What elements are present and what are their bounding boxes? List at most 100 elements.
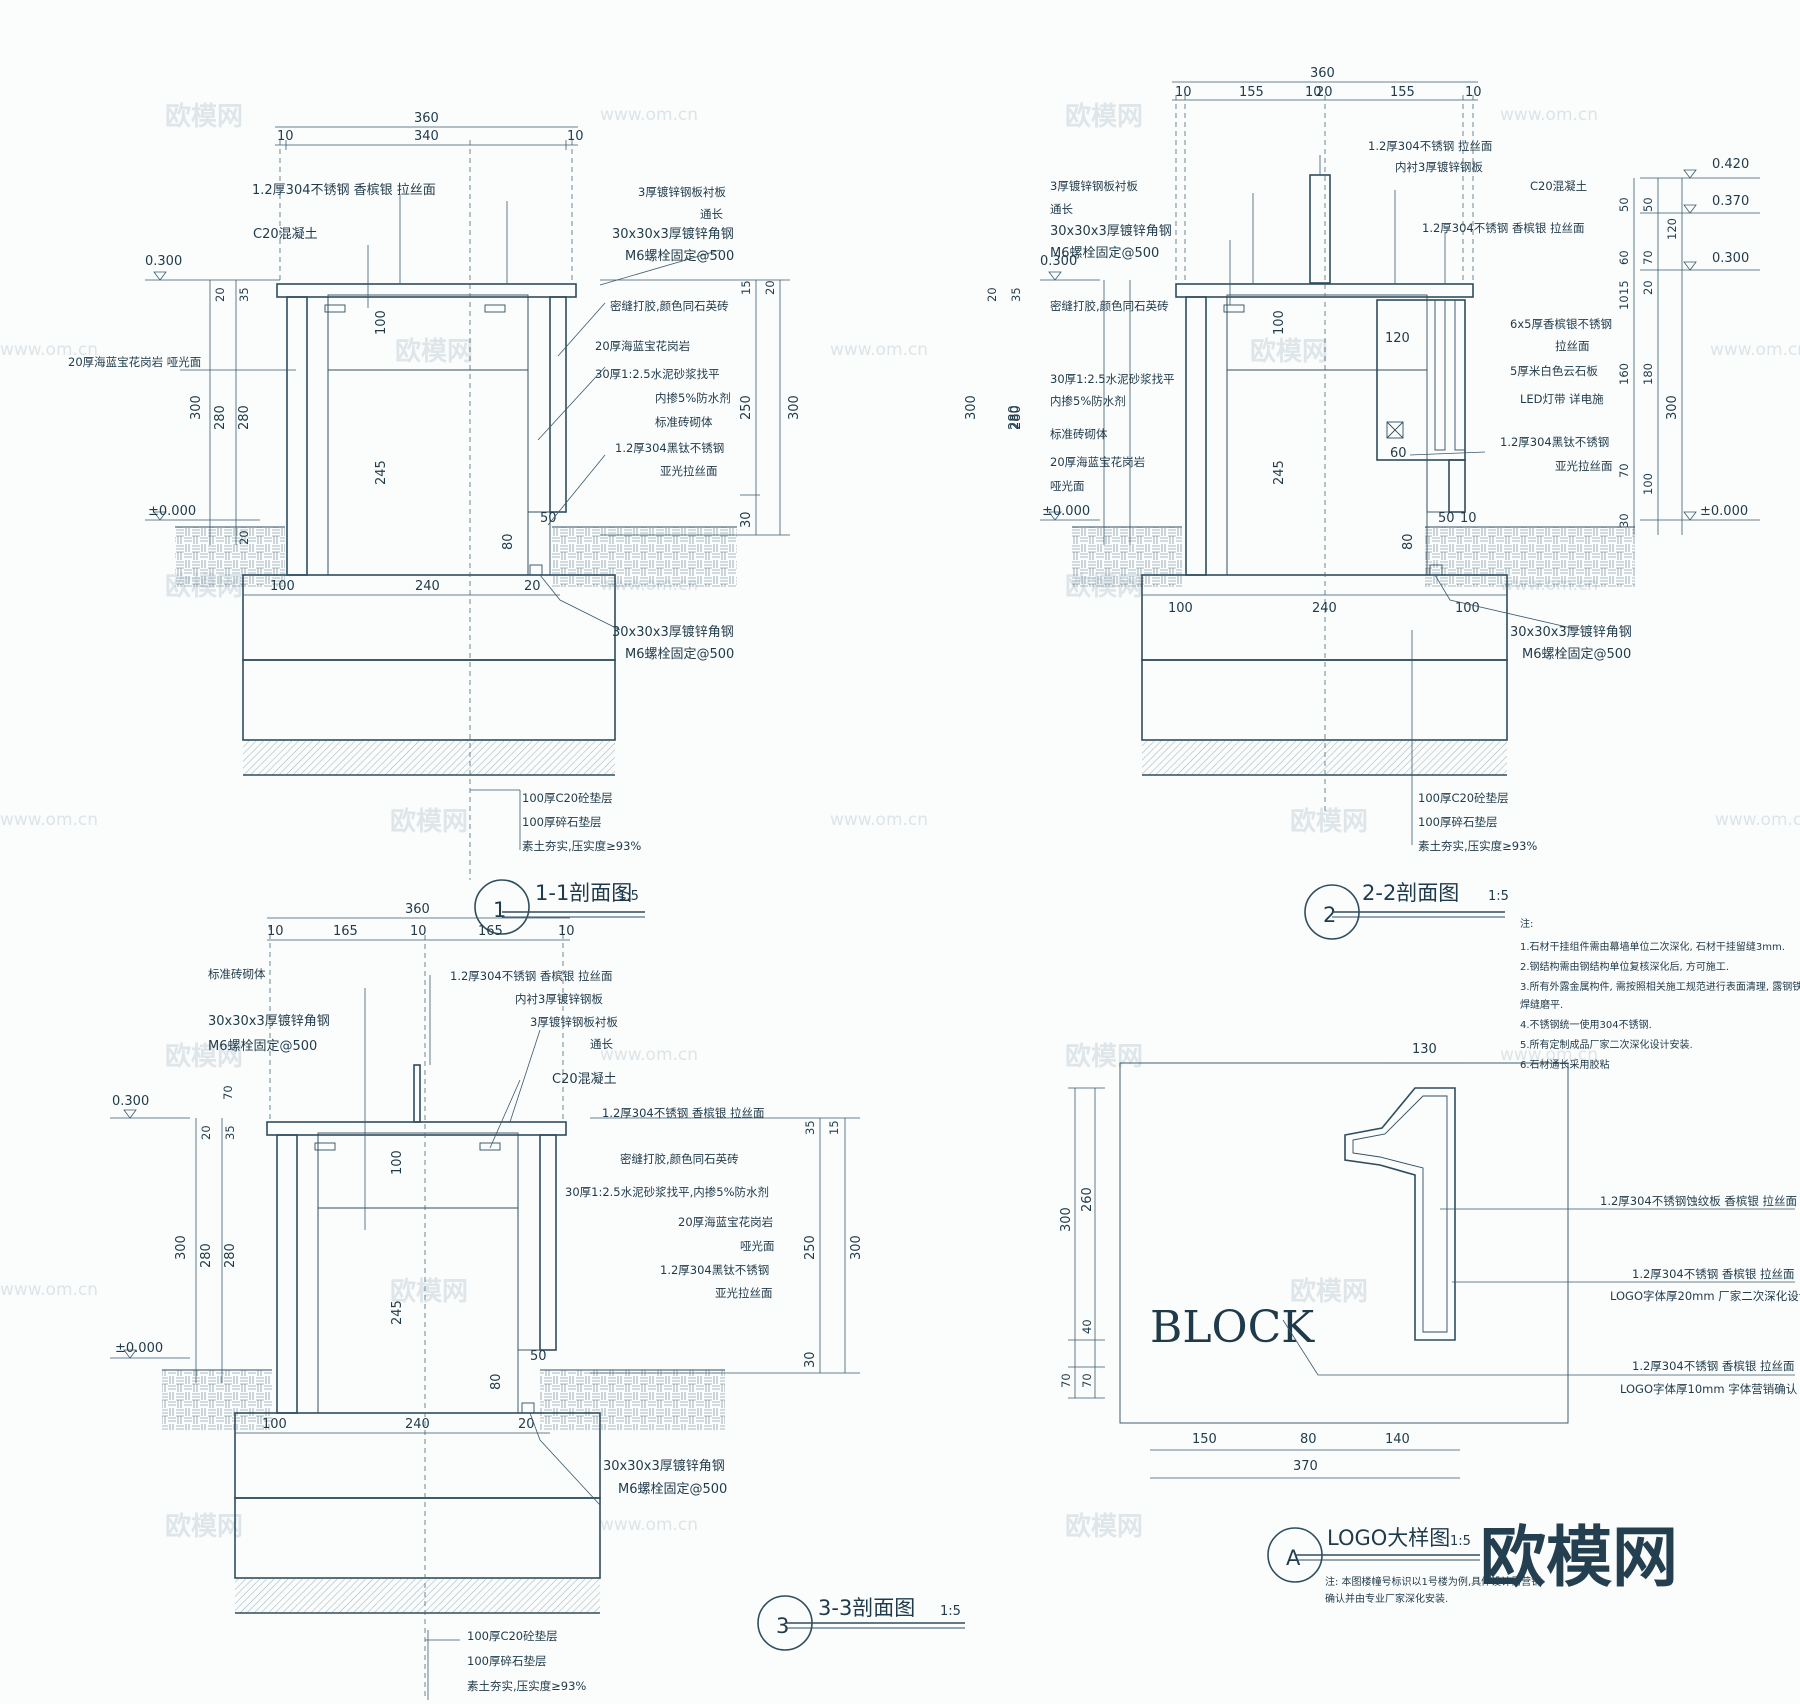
logo-panel-grid — [1119, 1062, 1569, 1424]
logo-block-text: BLOCK — [1150, 1302, 1315, 1353]
callout-label: 3厚镀锌钢板衬板 — [638, 185, 726, 199]
watermark-url: www.om.cn — [600, 105, 698, 125]
dim-label: 155 — [1390, 85, 1415, 100]
granite-facing-right — [1448, 459, 1466, 513]
dim-label: 240 — [1312, 601, 1337, 616]
watermark-url: www.om.cn — [1710, 340, 1800, 360]
dim-label: 20 — [1316, 85, 1333, 100]
section-title: 1-1剖面图 — [535, 881, 632, 905]
soil-hatch — [540, 1370, 725, 1430]
marble-panel — [1434, 299, 1446, 451]
callout-label: 30厚1:2.5水泥砂浆找平 — [595, 367, 720, 381]
mortar-left — [296, 1134, 319, 1414]
watermark-brand: 欧模网 — [1065, 1041, 1143, 1072]
callout-label: 1.2厚304不锈钢 香槟银 拉丝面 — [450, 969, 613, 983]
callout-label: 标准砖砌体 — [1050, 427, 1108, 441]
dim-label: 80 — [1300, 1432, 1317, 1447]
callout-label: M6螺栓固定@500 — [1050, 246, 1159, 261]
dim-label: 300 — [189, 395, 204, 420]
dim-label: 80 — [489, 1373, 504, 1390]
watermark-url: www.om.cn — [1715, 810, 1800, 830]
mortar-right — [1426, 459, 1450, 513]
dim-label: 10 — [1175, 85, 1192, 100]
callout-label: M6螺栓固定@500 — [618, 1482, 727, 1497]
dim-label: 35 — [1009, 287, 1023, 302]
watermark-url: www.om.cn — [0, 810, 98, 830]
dim-label: 160 — [1617, 363, 1631, 385]
dim-label: 80 — [1401, 533, 1416, 550]
dim-label: 50 — [540, 511, 557, 526]
dim-label: 370 — [1293, 1459, 1318, 1474]
dim-label: 50 — [1438, 511, 1455, 526]
angle-bracket — [529, 564, 543, 576]
watermark-brand: 欧模网 — [395, 336, 473, 367]
watermark-brand: 欧模网 — [1250, 336, 1328, 367]
dim-label: 280 — [1009, 405, 1024, 430]
dim-label: 300 — [787, 395, 802, 420]
dim-label: 60 — [1390, 446, 1407, 461]
logo-detail: 1 BLOCK 130 300 260 40 70 70 150 80 140 … — [1059, 1042, 1800, 1605]
callout-label: 亚光拉丝面 — [715, 1286, 773, 1300]
dim-label: 165 — [333, 924, 358, 939]
angle-bracket — [324, 304, 346, 313]
dim-label: 100 — [1455, 601, 1480, 616]
callout-label: M6螺栓固定@500 — [208, 1039, 317, 1054]
level-label: ±0.000 — [148, 504, 196, 519]
watermark-brand: 欧模网 — [165, 1041, 243, 1072]
section-number: 1 — [493, 898, 506, 922]
callout-label: 拉丝面 — [1555, 339, 1590, 353]
dim-label: 120 — [1385, 331, 1410, 346]
dim-label: 30 — [739, 511, 754, 528]
level-label: 0.300 — [1040, 254, 1077, 269]
section-2-2: 360 155 155 10 10 20 10 0.300 ±0.000 0.4… — [964, 66, 1760, 940]
dim-label: 245 — [1272, 460, 1287, 485]
soil-hatch — [162, 1370, 272, 1430]
detail-scale: 1:5 — [1450, 1534, 1471, 1549]
angle-bracket — [1223, 304, 1245, 313]
callout-label: 1.2厚304不锈钢 香槟银 拉丝面 — [252, 182, 436, 198]
section-title: 3-3剖面图 — [818, 1596, 915, 1620]
dim-label: 50 — [1617, 197, 1631, 212]
callout-label: C20混凝土 — [552, 1071, 617, 1087]
rammed-soil — [235, 1578, 600, 1613]
dim-label: 245 — [374, 460, 389, 485]
section-1-1: 360 340 10 10 300 280 280 20 35 20 100 2… — [68, 111, 802, 935]
callout-label: 6x5厚香槟银不锈钢 — [1510, 317, 1612, 331]
callout-label: 30x30x3厚镀锌角钢 — [603, 1458, 725, 1474]
callout-label: 30x30x3厚镀锌角钢 — [1510, 624, 1632, 640]
granite-facing-left — [1185, 296, 1207, 576]
dim-label: 30 — [803, 1351, 818, 1368]
callout-label: 通长 — [700, 207, 723, 221]
dim-label: 240 — [405, 1417, 430, 1432]
dim-label: 100 — [262, 1417, 287, 1432]
callout-label: 哑光面 — [1050, 479, 1085, 493]
dim-label: 140 — [1385, 1432, 1410, 1447]
dim-label: 100 — [374, 310, 389, 335]
callout-label: 标准砖砌体 — [655, 415, 713, 429]
section-number: 3 — [776, 1614, 789, 1638]
callout-label: 30x30x3厚镀锌角钢 — [612, 226, 734, 242]
callout-label: 20厚海蓝宝花岗岩 — [678, 1215, 773, 1229]
dim-label: 70 — [221, 1085, 235, 1100]
soil-hatch — [175, 527, 285, 587]
angle-bracket — [314, 1142, 336, 1151]
dim-label: 280 — [237, 405, 252, 430]
c20-concrete-cap — [317, 1132, 519, 1209]
dim-label: 20 — [763, 280, 777, 295]
dim-label: 70 — [1080, 1373, 1094, 1388]
brand-logo-watermark: 欧模网 — [1480, 1519, 1678, 1596]
watermark-brand: 欧模网 — [1290, 1276, 1368, 1307]
callout-label: 密缝打胶,颜色同石英砖 — [610, 299, 729, 313]
callout-label: 30x30x3厚镀锌角钢 — [208, 1013, 330, 1029]
callout-label: 内掺5%防水剂 — [1050, 394, 1126, 408]
dim-label: 70 — [1641, 250, 1655, 265]
mortar-right — [517, 1134, 541, 1351]
callout-label: C20混凝土 — [1530, 179, 1587, 193]
brick-masonry — [1226, 369, 1428, 576]
callout-label: 5厚米白色云石板 — [1510, 364, 1598, 378]
callout-label: 100厚碎石垫层 — [1418, 815, 1497, 829]
watermark-url: www.om.cn — [1500, 105, 1598, 125]
dim-label: 340 — [414, 129, 439, 144]
dim-label: 300 — [964, 395, 979, 420]
callout-label: 1.2厚304黑钛不锈钢 — [1500, 435, 1609, 449]
